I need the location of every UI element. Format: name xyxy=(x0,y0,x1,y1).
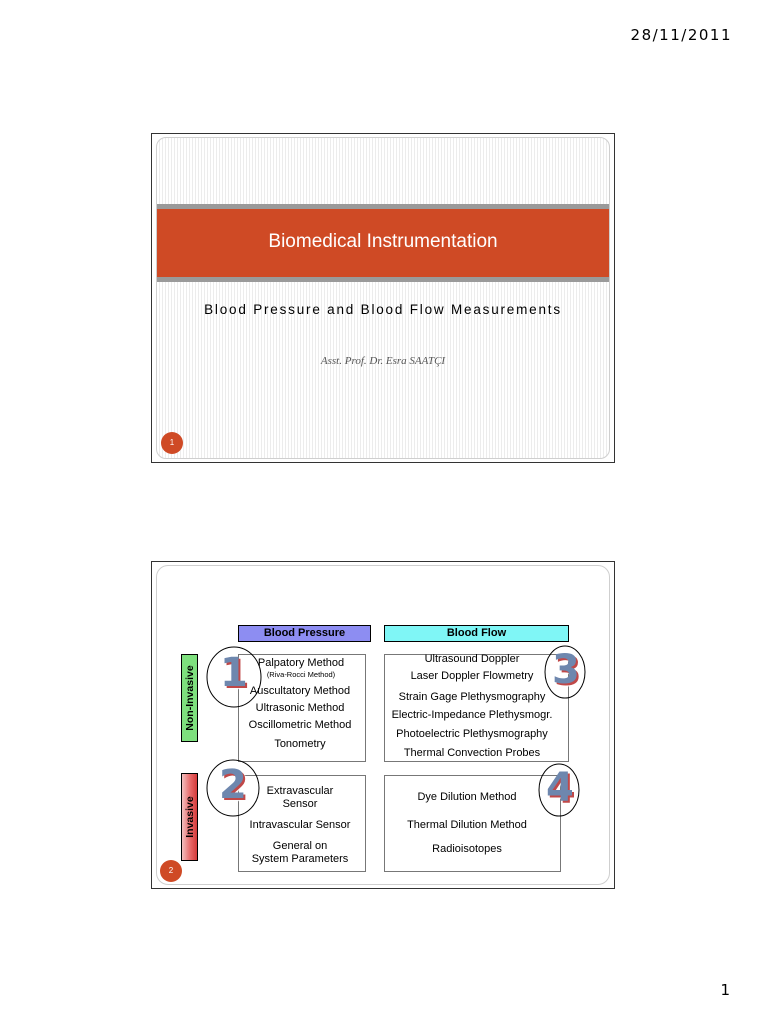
laser-doppler-flowmetry: Laser Doppler Flowmetry xyxy=(410,670,534,682)
slide-1: Biomedical Instrumentation Blood Pressur… xyxy=(151,133,615,463)
electric-impedance-plethysmography: Electric-Impedance Plethysmogr. xyxy=(391,709,553,721)
slide-2: Blood Pressure Blood Flow Non-Invasive I… xyxy=(151,561,615,889)
circle-2 xyxy=(206,759,260,817)
slide-1-background: Biomedical Instrumentation Blood Pressur… xyxy=(156,137,610,459)
slide-author: Asst. Prof. Dr. Esra SAATÇI xyxy=(320,355,446,367)
title-band xyxy=(157,209,609,277)
title-band-bottom-stripe xyxy=(157,277,609,282)
bp-non-invasive-box xyxy=(238,654,366,762)
general-system-parameters-line-2: System Parameters xyxy=(251,853,349,865)
ultrasound-doppler: Ultrasound Doppler xyxy=(424,653,520,665)
circle-3 xyxy=(544,645,586,699)
thermal-dilution-method: Thermal Dilution Method xyxy=(407,819,527,831)
thermal-convection-probes: Thermal Convection Probes xyxy=(403,747,541,759)
intravascular-sensor: Intravascular Sensor xyxy=(249,819,351,831)
document-date: 28/11/2011 xyxy=(630,26,732,44)
circle-1 xyxy=(206,646,262,708)
auscultatory-method: Auscultatory Method xyxy=(249,685,351,697)
riva-rocci-note: (Riva-Rocci Method) xyxy=(266,670,336,679)
invasive-label-box: Invasive xyxy=(181,773,198,861)
non-invasive-label-box: Non-Invasive xyxy=(181,654,198,742)
slide-number-badge: 2 xyxy=(160,860,182,882)
dye-dilution-method: Dye Dilution Method xyxy=(417,791,517,803)
ultrasonic-method: Ultrasonic Method xyxy=(255,702,345,714)
photoelectric-plethysmography: Photoelectric Plethysmography xyxy=(396,728,548,740)
page-number: 1 xyxy=(720,981,730,999)
strain-gage-plethysmography: Strain Gage Plethysmography xyxy=(398,691,546,703)
bf-invasive-box xyxy=(384,775,561,872)
quadrant-number-4: 4 xyxy=(546,765,574,811)
bf-non-invasive-box xyxy=(384,654,569,762)
oscillometric-method: Oscillometric Method xyxy=(248,719,352,731)
quadrant-number-3: 3 xyxy=(552,647,580,693)
palpatory-method: Palpatory Method xyxy=(257,657,345,669)
extravascular-sensor-line-1: Extravascular xyxy=(266,785,334,797)
quadrant-number-2: 2 xyxy=(219,762,247,808)
radioisotopes: Radioisotopes xyxy=(432,843,502,855)
slide-2-background: Blood Pressure Blood Flow Non-Invasive I… xyxy=(156,565,610,885)
blood-flow-header: Blood Flow xyxy=(384,625,569,642)
slide-title: Biomedical Instrumentation xyxy=(268,231,498,252)
blood-pressure-header: Blood Pressure xyxy=(238,625,371,642)
extravascular-sensor-line-2: Sensor xyxy=(282,798,318,810)
tonometry: Tonometry xyxy=(274,738,326,750)
slide-subtitle: Blood Pressure and Blood Flow Measuremen… xyxy=(204,302,562,317)
circle-4 xyxy=(538,763,580,817)
title-band-top-stripe xyxy=(157,204,609,209)
general-system-parameters-line-1: General on xyxy=(272,840,328,852)
slide-number-badge: 1 xyxy=(161,432,183,454)
quadrant-number-1: 1 xyxy=(220,650,248,696)
quadrant-circles xyxy=(206,645,586,817)
